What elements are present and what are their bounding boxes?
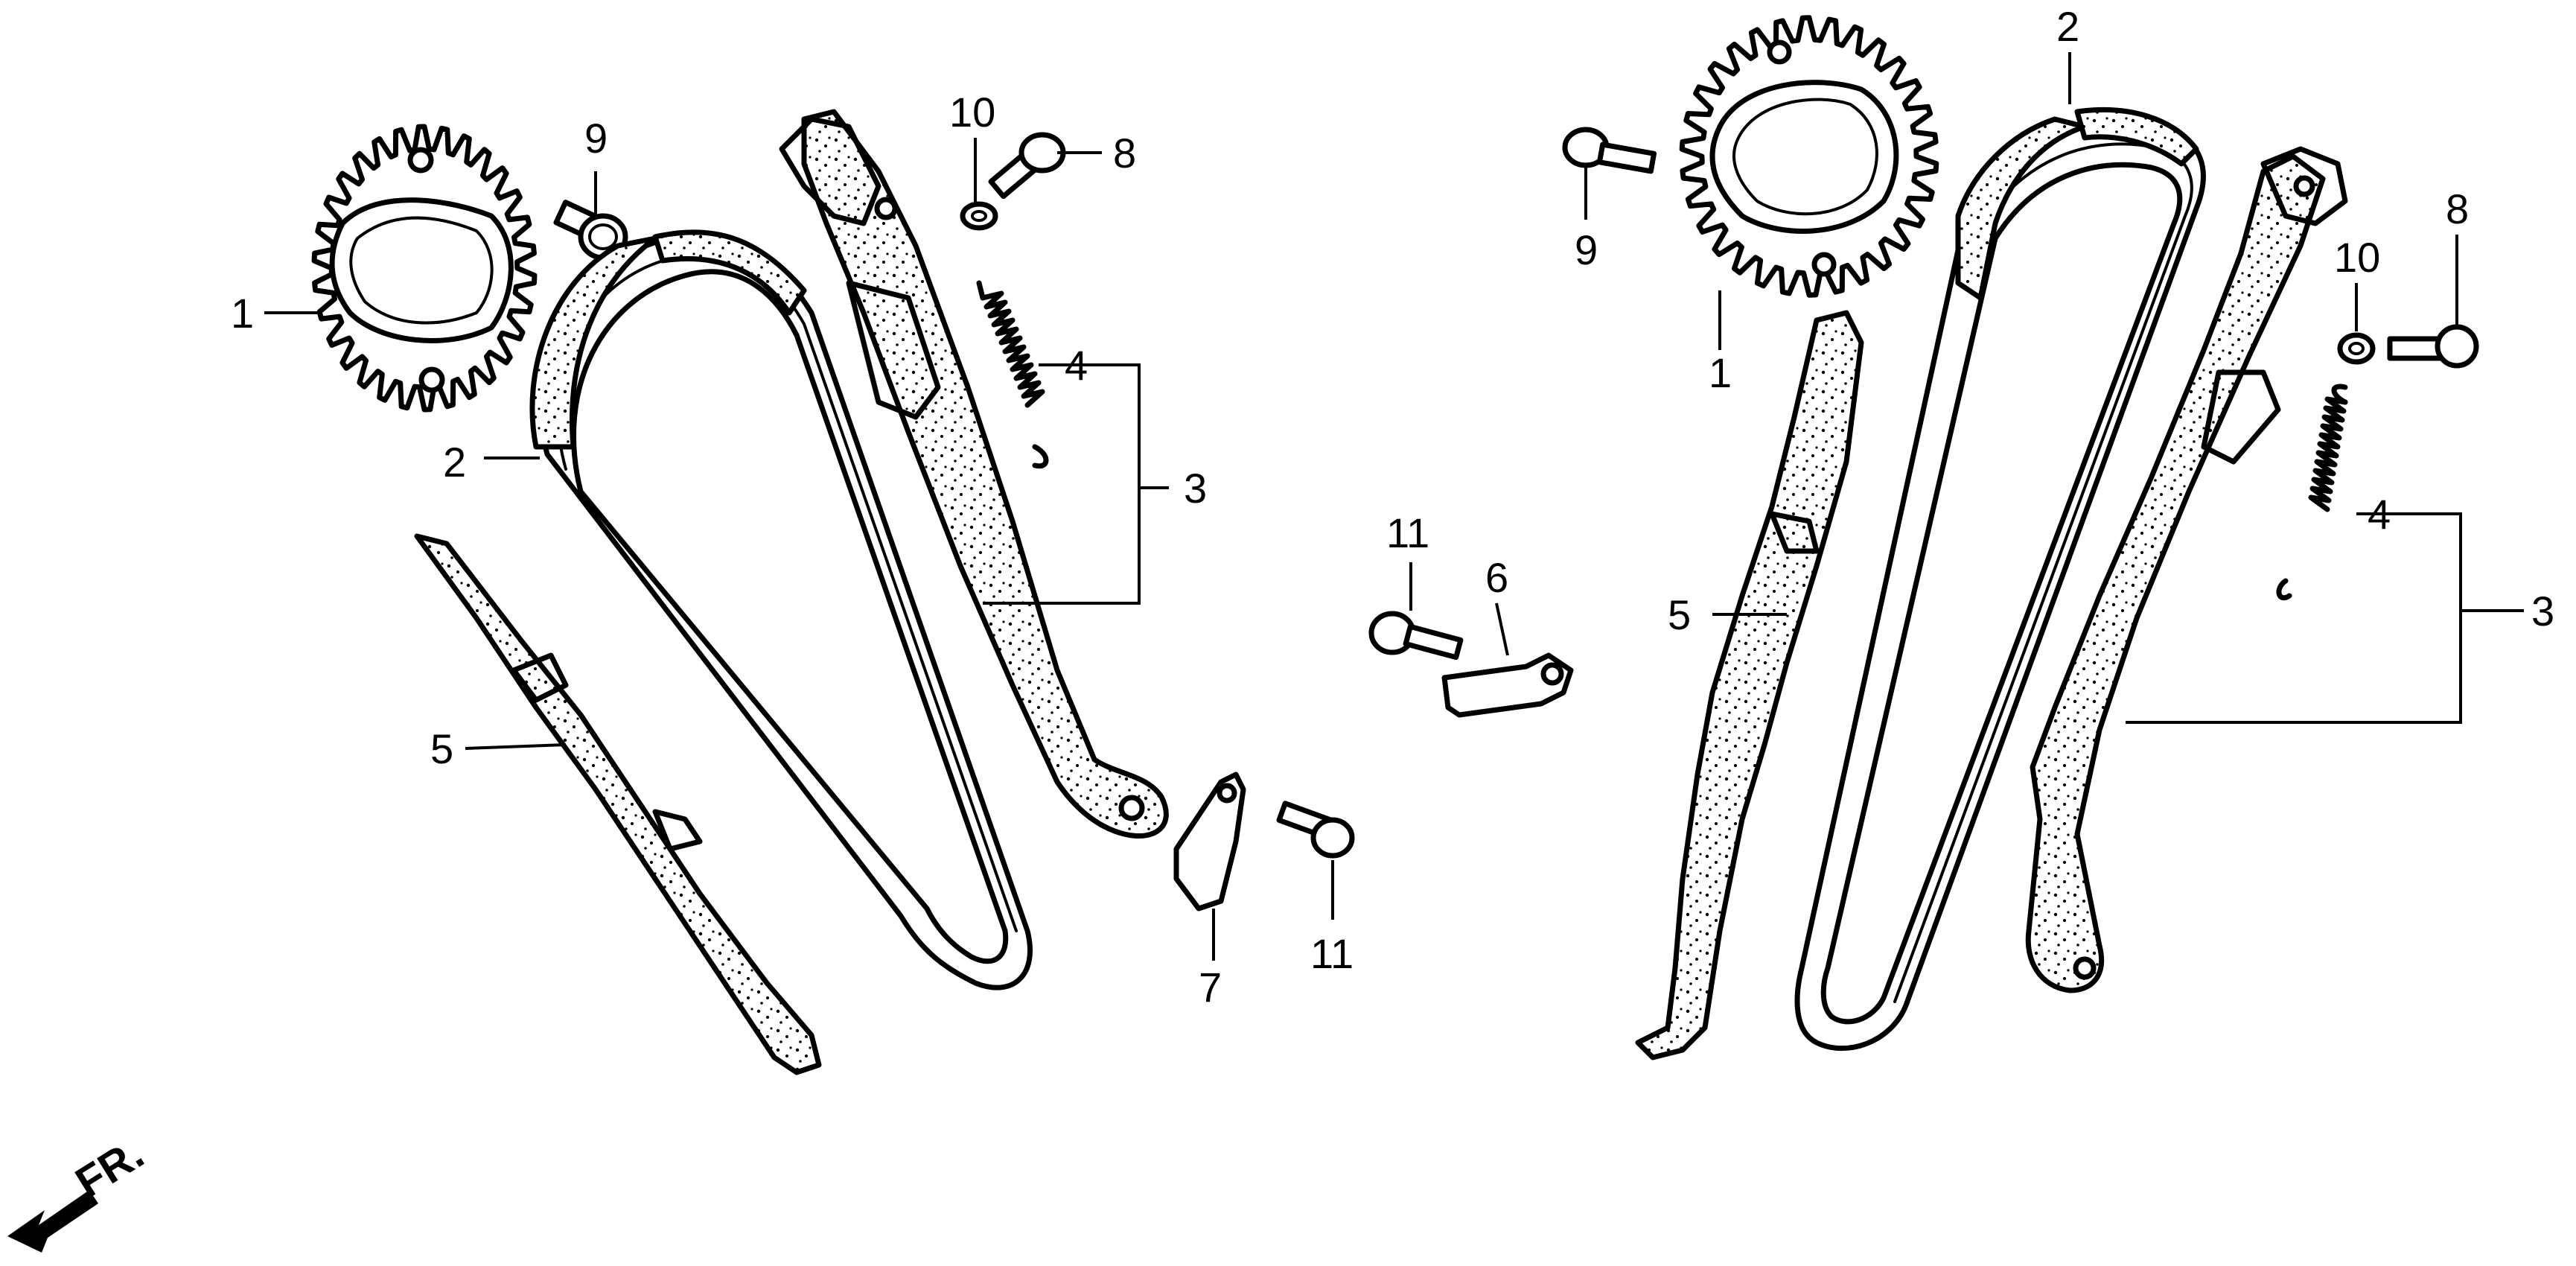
spring-right xyxy=(2276,384,2348,600)
callout-5-right: 5 xyxy=(1668,591,1691,638)
cam-chain-right xyxy=(1794,107,2206,1052)
cam-sprocket-right xyxy=(1679,15,1939,298)
callout-10-right: 10 xyxy=(2334,234,2380,281)
callout-4-left: 4 xyxy=(1065,342,1088,389)
right-assembly xyxy=(1562,15,2479,1060)
callout-8-left: 8 xyxy=(1113,130,1136,176)
callout-8-right: 8 xyxy=(2446,185,2469,232)
callout-10-left: 10 xyxy=(949,89,995,136)
callout-11-left: 11 xyxy=(1310,930,1354,977)
chain-guide-left xyxy=(414,533,822,1075)
plate-7 xyxy=(1173,772,1246,912)
callout-1-left: 1 xyxy=(231,290,254,337)
callout-2-right: 2 xyxy=(2056,3,2079,50)
chain-guide-right xyxy=(1635,310,1864,1060)
callout-11-center: 11 xyxy=(1386,509,1429,556)
washer-10-left xyxy=(960,201,998,231)
chain-tensioner-left xyxy=(779,109,1169,839)
bolt-9-right xyxy=(1562,127,1657,174)
callout-9-left: 9 xyxy=(584,115,608,162)
callout-1-right: 1 xyxy=(1709,349,1732,396)
callout-3-right: 3 xyxy=(2531,588,2554,634)
washer-10-right xyxy=(2337,332,2376,365)
callout-7: 7 xyxy=(1199,964,1222,1011)
chain-tensioner-right xyxy=(2025,146,2348,993)
callout-9-right: 9 xyxy=(1575,226,1598,273)
direction-label: FR. xyxy=(67,1129,152,1207)
callout-numbers: 1 9 2 10 8 4 3 5 11 7 11 6 9 1 2 10 8 4 … xyxy=(231,3,2554,1011)
center-parts xyxy=(1368,611,1574,718)
callout-6: 6 xyxy=(1485,554,1508,601)
front-arrow-icon: FR. xyxy=(7,1129,152,1253)
cam-sprocket-left xyxy=(311,124,538,413)
spring-left xyxy=(976,280,1049,469)
cam-chain-left xyxy=(529,229,1033,990)
left-assembly xyxy=(311,109,1355,1075)
bolt-8-right xyxy=(2387,324,2479,369)
bracket-6 xyxy=(1441,652,1574,718)
callout-2-left: 2 xyxy=(443,439,466,486)
leader-lines xyxy=(264,52,2524,961)
bolt-11-left xyxy=(1276,801,1355,859)
callout-3-left: 3 xyxy=(1184,465,1207,512)
bolt-8-left xyxy=(988,132,1066,200)
callout-4-right: 4 xyxy=(2368,491,2391,538)
bolt-11-center xyxy=(1368,611,1464,661)
callout-5-left: 5 xyxy=(430,725,453,772)
